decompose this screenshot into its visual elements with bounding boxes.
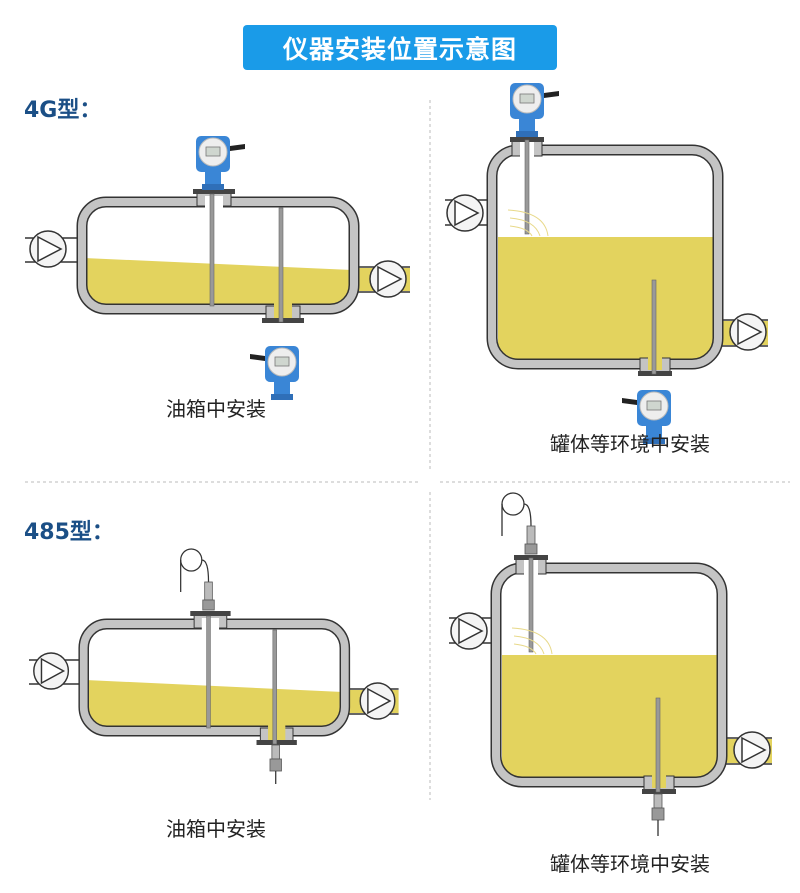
vertical-tank <box>449 555 772 794</box>
sensor-bottom <box>269 744 282 784</box>
section-label-485: 485型： <box>24 520 114 545</box>
coil-sensor-top <box>501 492 538 555</box>
transmitter-top <box>509 82 560 138</box>
dividers <box>25 100 790 800</box>
4g-oil-tank-diagram <box>25 135 410 401</box>
caption-485-vessel: 罐体等环境中安装 <box>550 852 710 876</box>
caption-485-oil-tank: 油箱中安装 <box>166 817 266 841</box>
horizontal-tank <box>25 189 410 323</box>
section-label-4g: 4G型： <box>24 98 102 123</box>
title-banner: 仪器安装位置示意图 <box>243 25 557 70</box>
transmitter-bottom <box>249 345 300 401</box>
caption-4g-vessel: 罐体等环境中安装 <box>550 432 710 456</box>
485-oil-tank-diagram <box>29 548 399 784</box>
coil-sensor-top <box>180 548 215 611</box>
485-vessel-diagram <box>449 492 772 836</box>
sensor-bottom <box>651 793 665 836</box>
vertical-tank <box>445 137 768 376</box>
transmitter-top <box>195 135 246 191</box>
caption-4g-oil-tank: 油箱中安装 <box>166 397 266 421</box>
4g-vessel-diagram <box>445 82 768 445</box>
horizontal-tank <box>29 611 399 745</box>
